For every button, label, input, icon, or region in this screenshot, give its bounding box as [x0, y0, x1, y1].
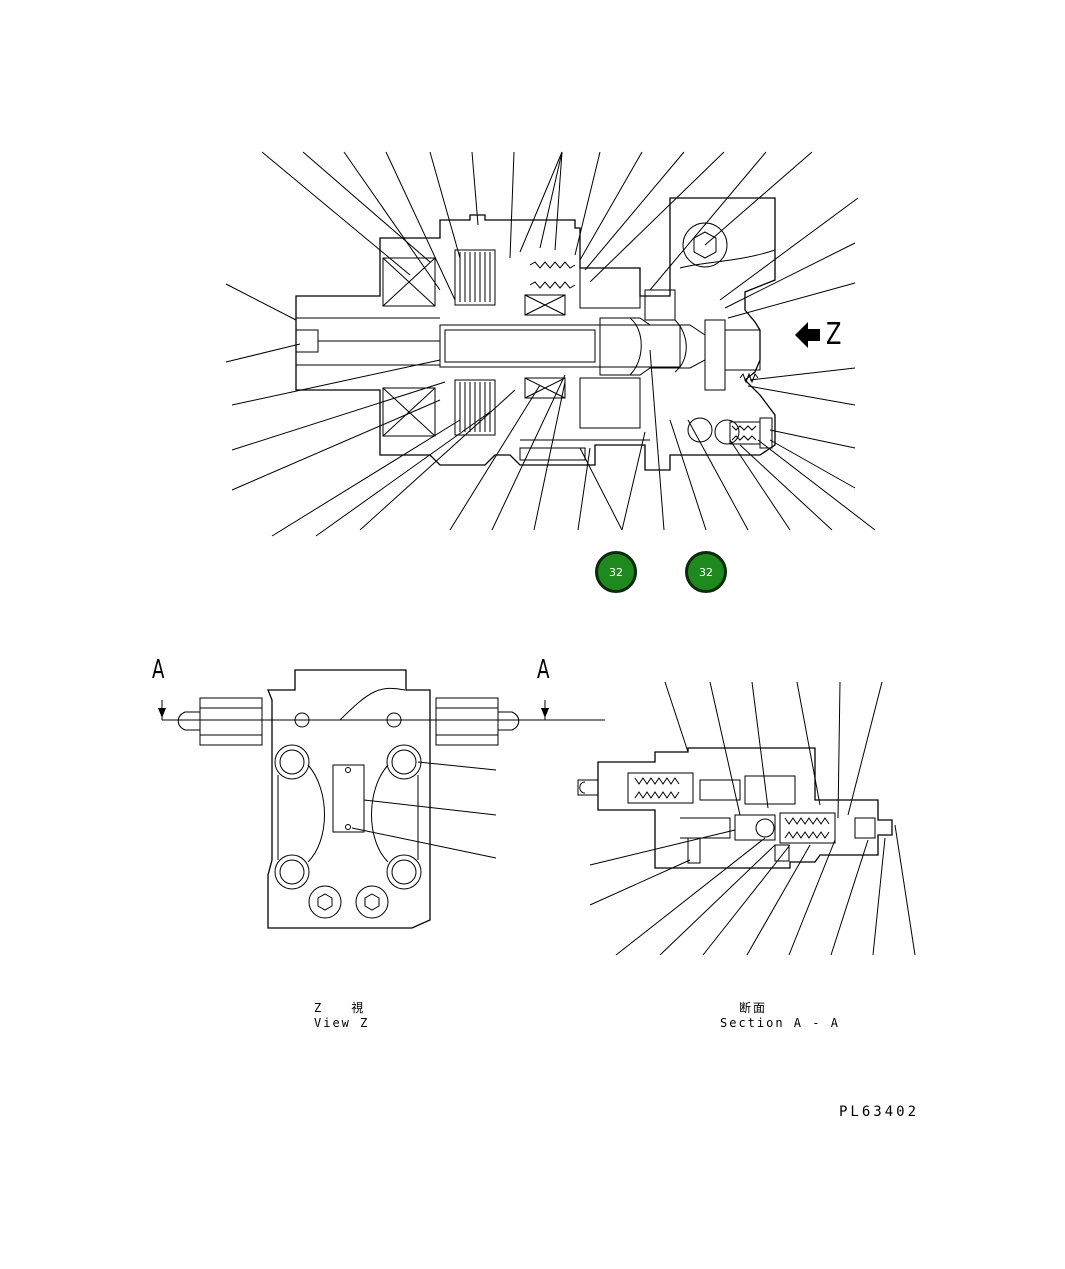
main-cross-section	[225, 151, 876, 537]
view-z-caption-jp: Z 視	[314, 1001, 366, 1015]
badge-number: 32	[699, 565, 713, 579]
z-view-label: Z	[826, 317, 842, 352]
section-aa-caption-en: Section A - A	[720, 1016, 840, 1030]
section-marker-left: A	[152, 655, 165, 685]
z-arrow-icon	[795, 322, 820, 348]
part-callout-badge[interactable]: 32	[595, 551, 637, 593]
section-marker-right: A	[537, 655, 550, 685]
drawing-number: PL63402	[839, 1104, 920, 1120]
view-z-drawing	[158, 669, 605, 929]
badge-number: 32	[609, 565, 623, 579]
section-aa-drawing	[577, 681, 916, 956]
view-z-caption-en: View Z	[314, 1016, 370, 1030]
part-callout-badge[interactable]: 32	[685, 551, 727, 593]
section-aa-caption-jp: 断面	[739, 1001, 768, 1015]
